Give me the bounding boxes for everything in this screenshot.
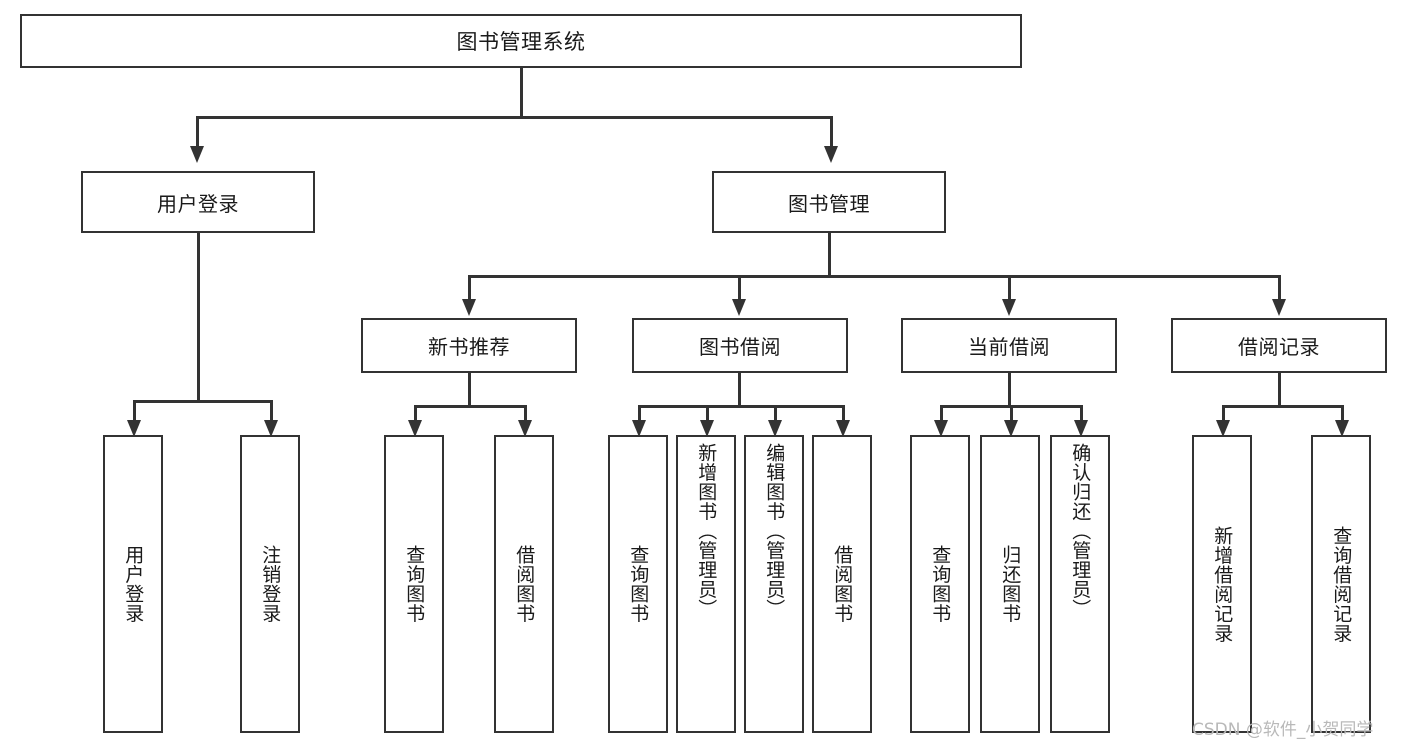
- connector-bm-to-book-borrow: [738, 275, 741, 301]
- connector-user-login-to-leaf-1: [133, 400, 136, 422]
- connector-user-login-bus: [133, 400, 270, 403]
- node-label: 查询借阅记录: [1330, 525, 1353, 643]
- connector-current-borrow-stem: [1008, 373, 1011, 407]
- arrowhead-bb-leaf-1: [632, 420, 646, 437]
- node-label: 图书借阅: [699, 335, 781, 359]
- node-label: 当前借阅: [968, 335, 1050, 359]
- connector-br-to-leaf-1: [1222, 405, 1225, 422]
- leaf-user-login-login[interactable]: 用户登录: [103, 435, 163, 733]
- connector-borrow-record-bus: [1222, 405, 1341, 408]
- node-root-book-management-system[interactable]: 图书管理系统: [20, 14, 1022, 68]
- leaf-new-book-query-books[interactable]: 查询图书: [384, 435, 444, 733]
- arrowhead-new-book-leaf-1: [408, 420, 422, 437]
- arrowhead-root-to-user-login: [190, 146, 204, 163]
- arrowhead-br-leaf-2: [1335, 420, 1349, 437]
- node-label: 注销登录: [259, 545, 282, 623]
- node-label: 借阅图书: [513, 545, 536, 623]
- connector-root-stem: [520, 68, 523, 118]
- node-label: 新增借阅记录: [1211, 525, 1234, 643]
- leaf-book-borrow-add-book-admin[interactable]: 新增图书（管理员）: [676, 435, 736, 733]
- leaf-borrow-record-query-record[interactable]: 查询借阅记录: [1311, 435, 1371, 733]
- node-label: 借阅图书: [831, 545, 854, 623]
- arrowhead-user-login-leaf-2: [264, 420, 278, 437]
- node-label: 确认归还（管理员）: [1069, 443, 1092, 619]
- node-label: 新增图书（管理员）: [695, 443, 718, 619]
- connector-user-login-to-leaf-2: [270, 400, 273, 422]
- arrowhead-new-book-leaf-2: [518, 420, 532, 437]
- node-label: 查询图书: [403, 545, 426, 623]
- node-book-management[interactable]: 图书管理: [712, 171, 946, 233]
- node-borrow-record[interactable]: 借阅记录: [1171, 318, 1387, 373]
- connector-root-to-book-management: [830, 116, 833, 148]
- node-label: 图书管理: [788, 191, 870, 216]
- connector-bb-to-leaf-2: [706, 405, 709, 422]
- connector-new-book-bus: [414, 405, 524, 408]
- connector-bm-to-current-borrow: [1008, 275, 1011, 301]
- arrowhead-cb-leaf-2: [1004, 420, 1018, 437]
- connector-bm-to-borrow-record: [1278, 275, 1281, 301]
- connector-book-management-stem: [828, 233, 831, 277]
- connector-root-bus: [196, 116, 833, 119]
- leaf-current-borrow-query-books[interactable]: 查询图书: [910, 435, 970, 733]
- node-label: 用户登录: [157, 191, 239, 216]
- arrowhead-bm-new-book: [462, 299, 476, 316]
- csdn-watermark: CSDN @软件_小贺同学: [1192, 715, 1373, 740]
- connector-book-borrow-stem: [738, 373, 741, 407]
- node-label: 归还图书: [999, 545, 1022, 623]
- connector-br-to-leaf-2: [1341, 405, 1344, 422]
- connector-root-to-user-login: [196, 116, 199, 148]
- arrowhead-bb-leaf-2: [700, 420, 714, 437]
- node-new-book-recommend[interactable]: 新书推荐: [361, 318, 577, 373]
- arrowhead-bb-leaf-4: [836, 420, 850, 437]
- node-label: 编辑图书（管理员）: [763, 443, 786, 619]
- connector-book-borrow-bus: [638, 405, 843, 408]
- node-book-borrow[interactable]: 图书借阅: [632, 318, 848, 373]
- arrowhead-bm-current-borrow: [1002, 299, 1016, 316]
- connector-bb-to-leaf-3: [774, 405, 777, 422]
- leaf-user-login-logout[interactable]: 注销登录: [240, 435, 300, 733]
- node-label: 借阅记录: [1238, 335, 1320, 359]
- connector-user-login-stem: [197, 233, 200, 402]
- arrowhead-cb-leaf-1: [934, 420, 948, 437]
- arrowhead-root-to-book-management: [824, 146, 838, 163]
- arrowhead-user-login-leaf-1: [127, 420, 141, 437]
- node-label: 新书推荐: [428, 335, 510, 359]
- node-label: 用户登录: [122, 545, 145, 623]
- leaf-new-book-borrow-books[interactable]: 借阅图书: [494, 435, 554, 733]
- connector-bb-to-leaf-1: [638, 405, 641, 422]
- connector-book-management-bus: [468, 275, 1280, 278]
- watermark-text: CSDN @软件_小贺同学: [1192, 720, 1374, 740]
- connector-cb-to-leaf-1: [940, 405, 943, 422]
- arrowhead-bb-leaf-3: [768, 420, 782, 437]
- node-label: 查询图书: [627, 545, 650, 623]
- leaf-book-borrow-query-books[interactable]: 查询图书: [608, 435, 668, 733]
- connector-bm-to-new-book: [468, 275, 471, 301]
- leaf-borrow-record-add-record[interactable]: 新增借阅记录: [1192, 435, 1252, 733]
- arrowhead-bm-book-borrow: [732, 299, 746, 316]
- connector-new-book-to-leaf-1: [414, 405, 417, 422]
- leaf-current-borrow-return-books[interactable]: 归还图书: [980, 435, 1040, 733]
- node-user-login[interactable]: 用户登录: [81, 171, 315, 233]
- connector-new-book-to-leaf-2: [524, 405, 527, 422]
- leaf-current-borrow-confirm-return-admin[interactable]: 确认归还（管理员）: [1050, 435, 1110, 733]
- node-label: 图书管理系统: [456, 30, 586, 54]
- connector-cb-to-leaf-2: [1010, 405, 1013, 422]
- leaf-book-borrow-borrow-books[interactable]: 借阅图书: [812, 435, 872, 733]
- arrowhead-cb-leaf-3: [1074, 420, 1088, 437]
- connector-cb-to-leaf-3: [1080, 405, 1083, 422]
- arrowhead-bm-borrow-record: [1272, 299, 1286, 316]
- arrowhead-br-leaf-1: [1216, 420, 1230, 437]
- node-label: 查询图书: [929, 545, 952, 623]
- leaf-book-borrow-edit-book-admin[interactable]: 编辑图书（管理员）: [744, 435, 804, 733]
- node-current-borrow[interactable]: 当前借阅: [901, 318, 1117, 373]
- connector-borrow-record-stem: [1278, 373, 1281, 407]
- connector-bb-to-leaf-4: [842, 405, 845, 422]
- connector-new-book-stem: [468, 373, 471, 407]
